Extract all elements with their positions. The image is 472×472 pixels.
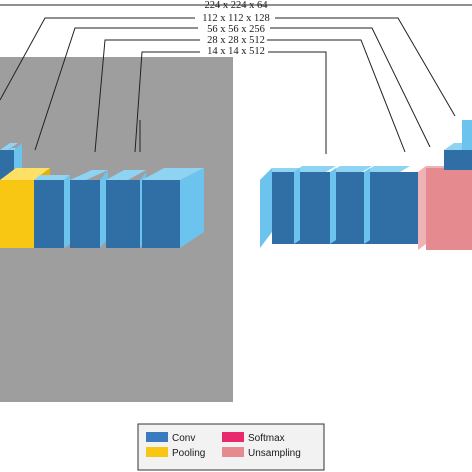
decoder-conv-block-3 xyxy=(330,166,372,244)
legend-item-pooling: Pooling xyxy=(146,447,205,459)
decoder-conv-block-4 xyxy=(364,166,410,244)
dim-label-28: 28 x 28 x 512 xyxy=(207,35,265,46)
leader-lines xyxy=(0,4,472,154)
dim-label-56: 56 x 56 x 256 xyxy=(207,24,265,35)
legend-label-pooling: Pooling xyxy=(172,448,205,459)
encoder-blocks xyxy=(0,143,204,248)
decoder-conv-block-2 xyxy=(294,166,336,244)
decoder-conv-block-1 xyxy=(260,168,300,248)
legend-item-conv: Conv xyxy=(146,432,195,444)
legend-swatch-pooling xyxy=(146,447,168,457)
decoder-conv-block-224 xyxy=(444,120,472,170)
dim-label-112: 112 x 112 x 128 xyxy=(202,13,269,24)
decoder-upsampling-block xyxy=(418,166,472,250)
legend-label-softmax: Softmax xyxy=(248,433,285,444)
legend-item-unsampling: Unsampling xyxy=(222,447,301,459)
legend-label-conv: Conv xyxy=(172,433,195,444)
decoder-blocks xyxy=(260,120,472,250)
legend-swatch-softmax xyxy=(222,432,244,442)
encoder-conv-block-1 xyxy=(34,175,70,248)
dim-label-224: 224 x 224 x 64 xyxy=(205,0,269,11)
dimension-labels: 224 x 224 x 64 112 x 112 x 128 56 x 56 x… xyxy=(202,0,269,57)
dim-label-14: 14 x 14 x 512 xyxy=(207,46,265,57)
encoder-conv-block-3 xyxy=(106,170,146,248)
legend-swatch-conv xyxy=(146,432,168,442)
legend-label-unsampling: Unsampling xyxy=(248,448,301,459)
encoder-conv-block-4 xyxy=(142,168,204,248)
legend: Conv Pooling Softmax Unsampling xyxy=(137,423,325,471)
legend-swatch-unsampling xyxy=(222,447,244,457)
encoder-conv-block-2 xyxy=(70,170,108,248)
legend-item-softmax: Softmax xyxy=(222,432,285,444)
